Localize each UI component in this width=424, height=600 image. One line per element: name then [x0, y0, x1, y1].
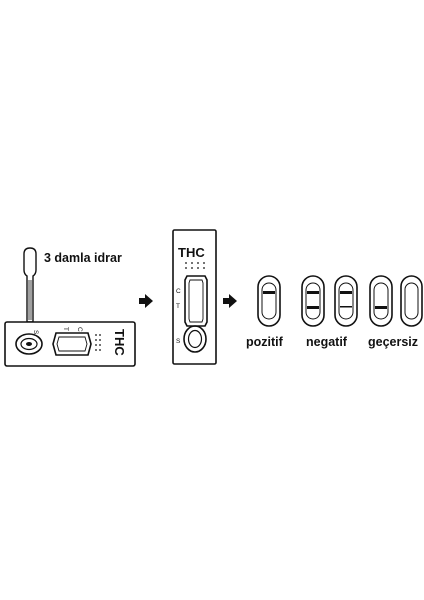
result-window-v — [184, 275, 208, 327]
control-line — [307, 291, 319, 294]
cassette-vertical: THC C T S — [172, 229, 217, 365]
test-line — [307, 306, 319, 309]
negative-label: negatif — [306, 335, 348, 349]
marker-dots — [95, 334, 101, 351]
result-negative-1 — [301, 275, 325, 327]
brand-label-h: THC — [112, 329, 127, 356]
s-label-v: S — [176, 338, 181, 345]
result-invalid-1 — [369, 275, 393, 327]
result-invalid-2 — [400, 275, 423, 327]
brand-label-v: THC — [178, 245, 205, 260]
control-line — [340, 291, 352, 294]
sample-well — [15, 333, 43, 355]
cassette-horizontal: S T C THC — [4, 321, 136, 367]
test-line — [375, 306, 387, 309]
sample-well-v — [183, 325, 207, 353]
control-line — [263, 291, 275, 294]
invalid-label: geçersiz — [368, 335, 418, 349]
marker-dots-v — [185, 262, 205, 269]
t-label-v: T — [176, 303, 180, 310]
arrow-right-icon — [139, 294, 153, 308]
s-label-h: S — [32, 330, 39, 335]
c-label-h: C — [76, 327, 83, 332]
result-positive — [257, 275, 281, 327]
result-negative-2 — [334, 275, 358, 327]
arrow-right-icon — [223, 294, 237, 308]
instruction-label: 3 damla idrar — [44, 251, 122, 265]
t-label-h: T — [62, 327, 69, 331]
c-label-v: C — [176, 288, 181, 295]
positive-label: pozitif — [246, 335, 284, 349]
dropper — [23, 247, 37, 323]
test-line — [340, 306, 352, 308]
result-window — [52, 332, 92, 356]
